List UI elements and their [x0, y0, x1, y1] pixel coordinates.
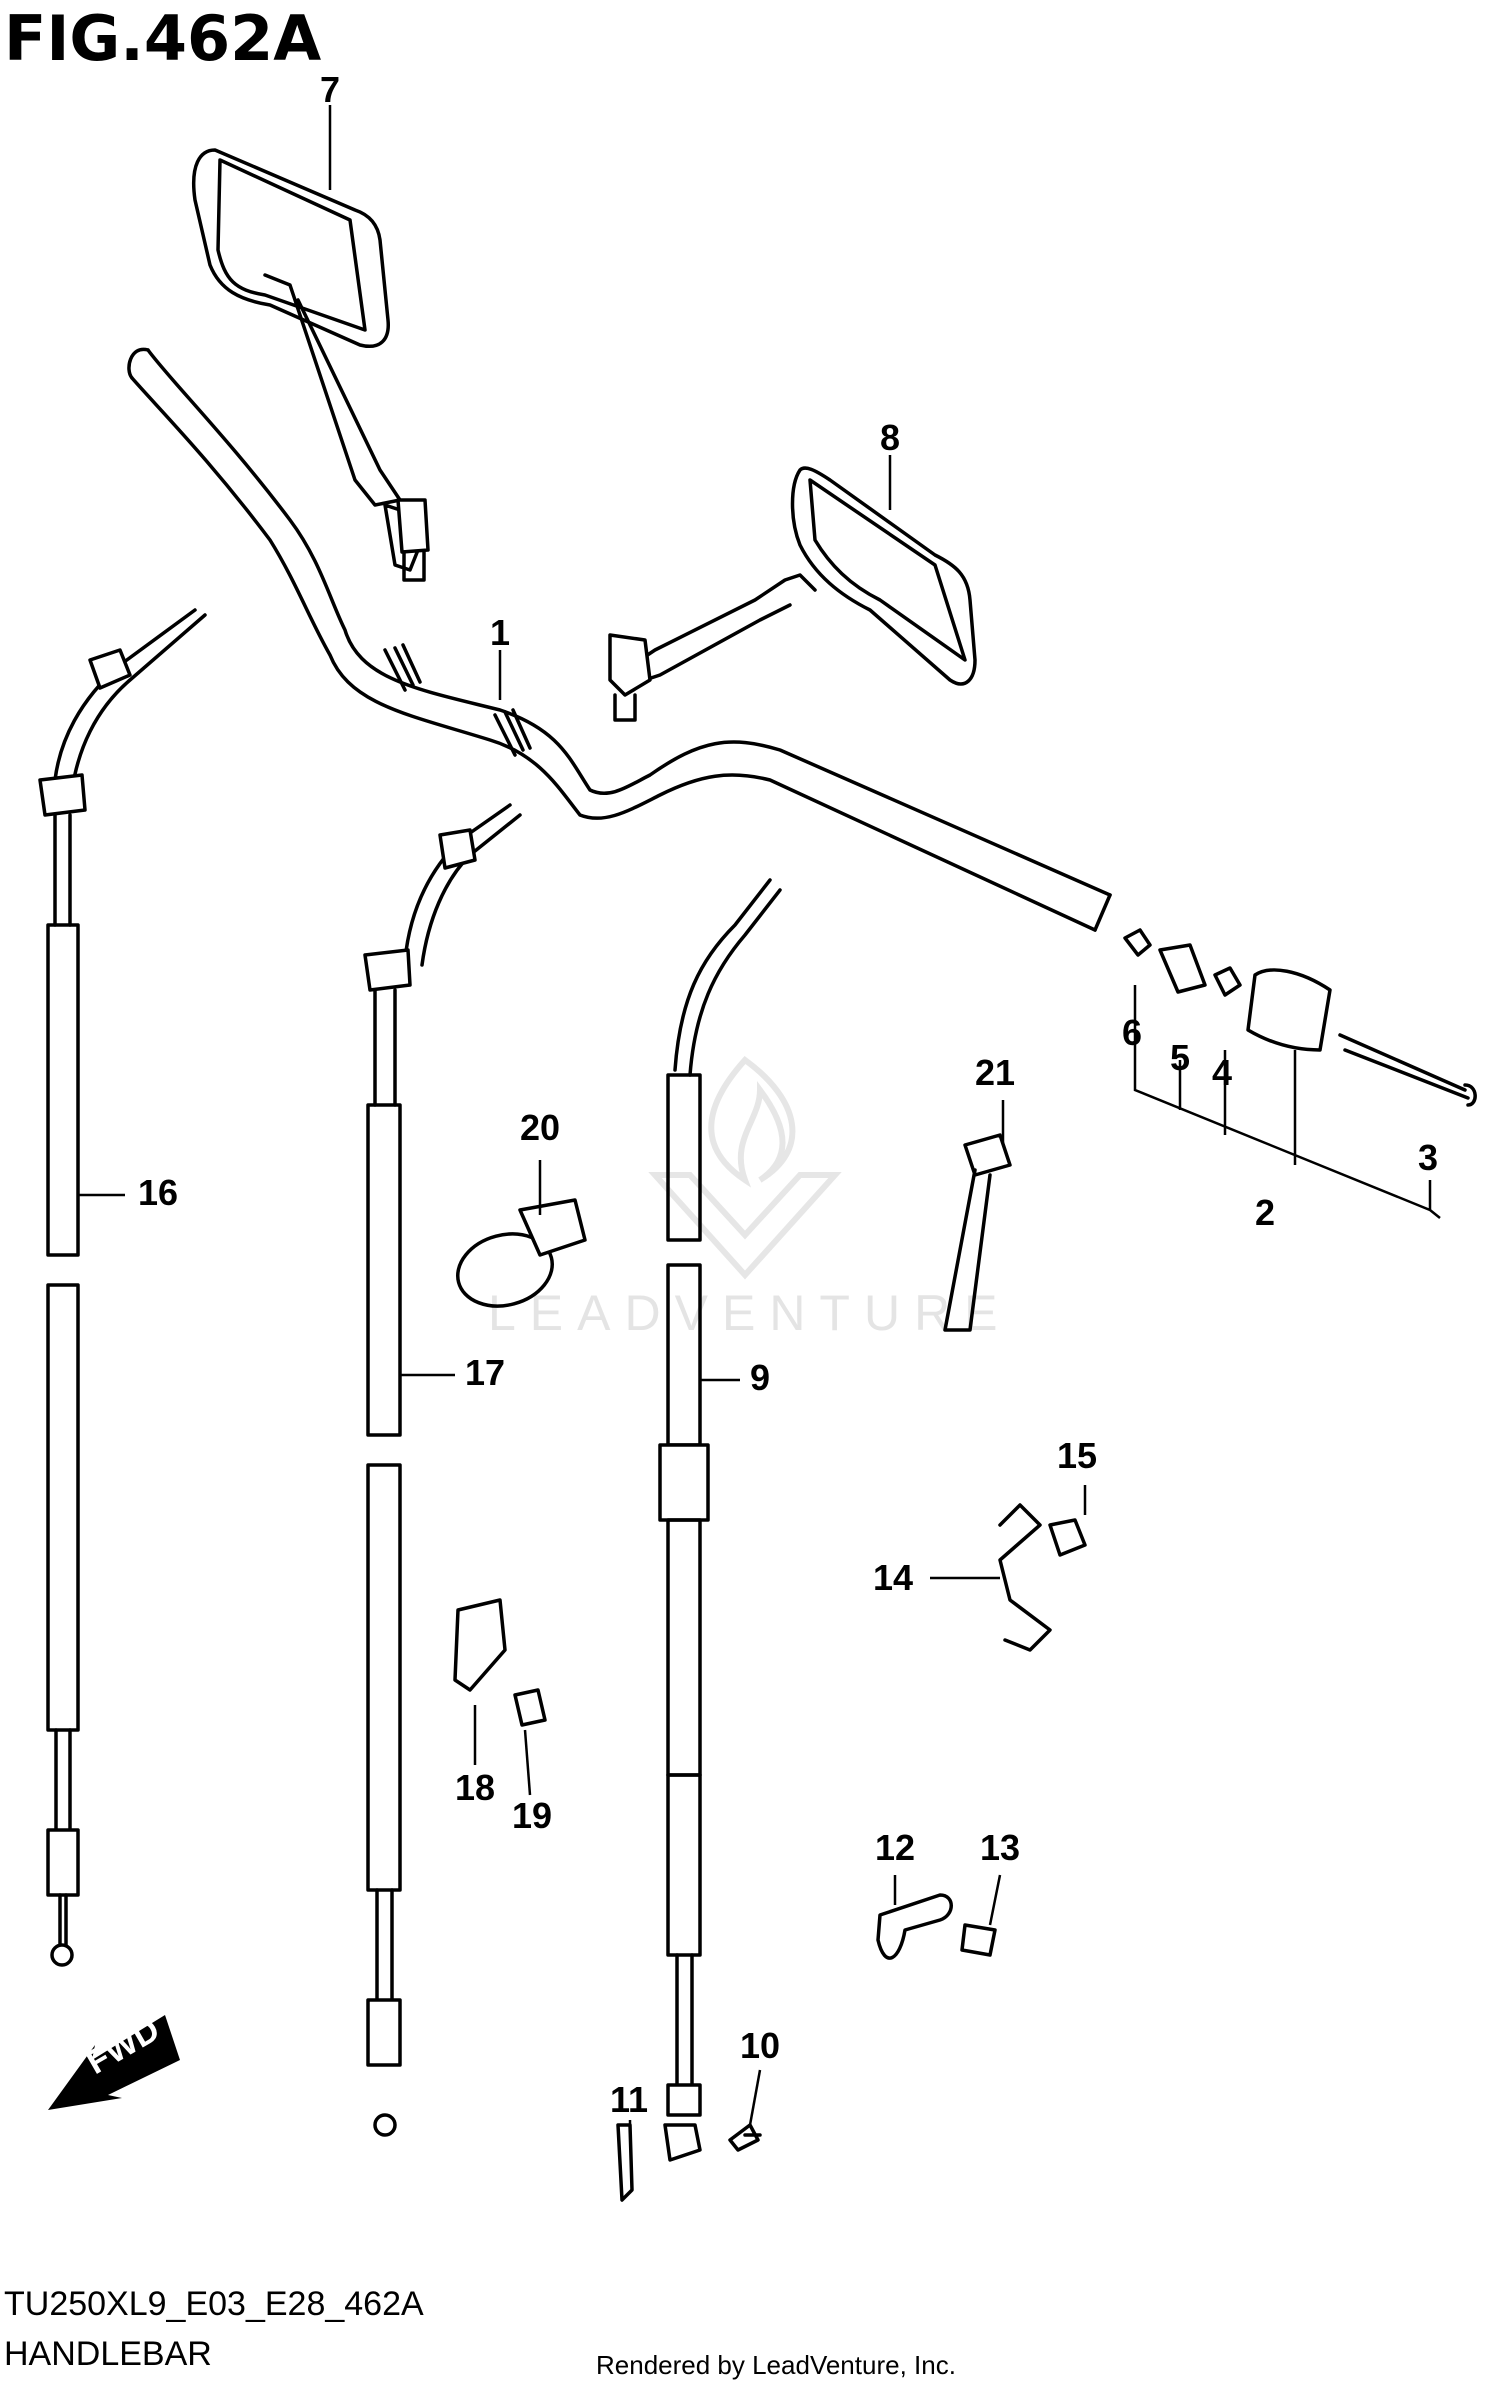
- bar-end-assembly[interactable]: [1123, 928, 1477, 1107]
- clamp-12[interactable]: [876, 1893, 953, 1960]
- callout-6: 6: [1122, 1012, 1142, 1053]
- handlebar[interactable]: [127, 347, 1112, 932]
- assembly-bracket: [1133, 985, 1441, 1219]
- callout-20: 20: [520, 1107, 560, 1148]
- callout-leaders: [78, 105, 1087, 2130]
- render-credit: Rendered by LeadVenture, Inc.: [596, 2350, 956, 2380]
- callout-4: 4: [1212, 1052, 1232, 1093]
- mirror-right[interactable]: [608, 466, 977, 722]
- callout-3: 3: [1418, 1137, 1438, 1178]
- guide-18[interactable]: [453, 1598, 507, 1692]
- callout-9: 9: [750, 1357, 770, 1398]
- leadventure-watermark: LEADVENTURE: [488, 1055, 1012, 1341]
- callout-18: 18: [455, 1767, 495, 1808]
- callout-8: 8: [880, 417, 900, 458]
- cable-tie-21[interactable]: [943, 1133, 1012, 1332]
- callout-10: 10: [740, 2025, 780, 2066]
- callout-21: 21: [975, 1052, 1015, 1093]
- cable-clamp-20[interactable]: [450, 1198, 587, 1316]
- bolt-10[interactable]: [728, 2123, 762, 2152]
- callout-19: 19: [512, 1795, 552, 1836]
- figure-title: FIG.462A: [4, 2, 322, 75]
- cotter-pin-11[interactable]: [616, 2123, 634, 2202]
- callout-labels: 7 8 1 6 5 4 3 2 16 20 21 17 9 15 14 18 1…: [138, 69, 1438, 2120]
- callout-15: 15: [1057, 1435, 1097, 1476]
- callout-7: 7: [320, 69, 340, 110]
- bolt-19[interactable]: [513, 1688, 547, 1727]
- callout-1: 1: [490, 612, 510, 653]
- section-name: HANDLEBAR: [4, 2335, 212, 2373]
- throttle-cable-17[interactable]: [363, 803, 522, 2137]
- spring-clip-14[interactable]: [998, 1503, 1052, 1652]
- callout-5: 5: [1170, 1037, 1190, 1078]
- callout-12: 12: [875, 1827, 915, 1868]
- callout-16: 16: [138, 1172, 178, 1213]
- clutch-cable-9[interactable]: [658, 878, 782, 2162]
- bolt-13[interactable]: [960, 1923, 997, 1957]
- forward-arrow: FWD: [48, 2010, 180, 2110]
- callout-13: 13: [980, 1827, 1020, 1868]
- callout-2: 2: [1255, 1192, 1275, 1233]
- mirror-left[interactable]: [192, 148, 430, 582]
- callout-14: 14: [873, 1557, 913, 1598]
- watermark-text: LEADVENTURE: [488, 1285, 1012, 1341]
- throttle-cable-16[interactable]: [38, 608, 207, 1967]
- model-code: TU250XL9_E03_E28_462A: [4, 2285, 424, 2323]
- callout-17: 17: [465, 1352, 505, 1393]
- callout-11: 11: [610, 2079, 648, 2120]
- bolt-15[interactable]: [1048, 1518, 1087, 1557]
